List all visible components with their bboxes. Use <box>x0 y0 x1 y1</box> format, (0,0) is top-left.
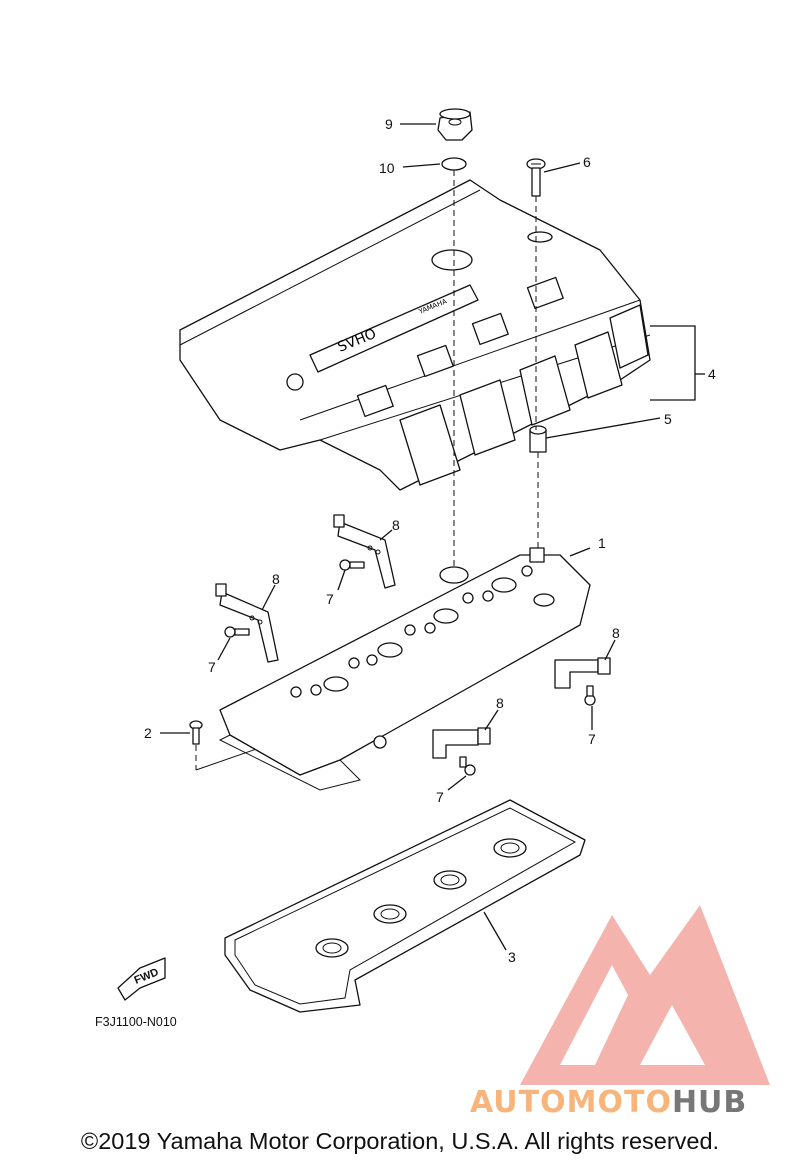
callout-8: 8 <box>392 517 400 533</box>
cylinder-head-cover <box>218 547 591 791</box>
callout-8: 8 <box>612 625 620 641</box>
callout-1: 1 <box>598 535 606 551</box>
bracket <box>333 514 396 589</box>
callout-8: 8 <box>272 571 280 587</box>
callout-2: 2 <box>144 725 152 741</box>
watermark-logo <box>520 905 770 1085</box>
watermark-text: AUTOMOTOHUB <box>470 1085 747 1120</box>
gasket <box>224 799 586 1013</box>
o-ring <box>441 157 467 171</box>
callout-7: 7 <box>326 591 334 607</box>
callouts: 1 2 3 4 5 6 7 7 7 7 8 8 8 8 9 10 <box>144 116 716 965</box>
bracket-bolt <box>459 756 476 776</box>
callout-5: 5 <box>664 411 672 427</box>
grommet <box>529 425 547 453</box>
bracket-bolt <box>584 685 596 706</box>
bracket <box>554 657 611 689</box>
watermark-part2: HUB <box>672 1085 747 1120</box>
bracket <box>215 583 279 663</box>
cover-bolt <box>526 158 546 197</box>
callout-7: 7 <box>208 659 216 675</box>
callout-8: 8 <box>496 695 504 711</box>
part-code: F3J1100-N010 <box>95 1015 177 1029</box>
callout-10: 10 <box>379 160 395 176</box>
leader-lines <box>160 123 705 951</box>
watermark-part1: AUTOMOTO <box>470 1085 672 1120</box>
callout-3: 3 <box>508 949 516 965</box>
copyright-notice: ©2019 Yamaha Motor Corporation, U.S.A. A… <box>80 1128 720 1154</box>
fwd-arrow-icon: FWD <box>117 957 166 1001</box>
callout-7: 7 <box>436 789 444 805</box>
bracket-bolt <box>339 559 365 571</box>
engine-cover: SVHO YAMAHA <box>179 179 651 491</box>
callout-9: 9 <box>385 116 393 132</box>
oil-filler-cap <box>437 108 473 141</box>
bracket <box>432 727 491 759</box>
head-cover-bolt <box>189 720 203 745</box>
callout-4: 4 <box>708 366 716 382</box>
callout-6: 6 <box>583 154 591 170</box>
callout-7: 7 <box>588 731 596 747</box>
bracket-bolt <box>224 626 250 638</box>
